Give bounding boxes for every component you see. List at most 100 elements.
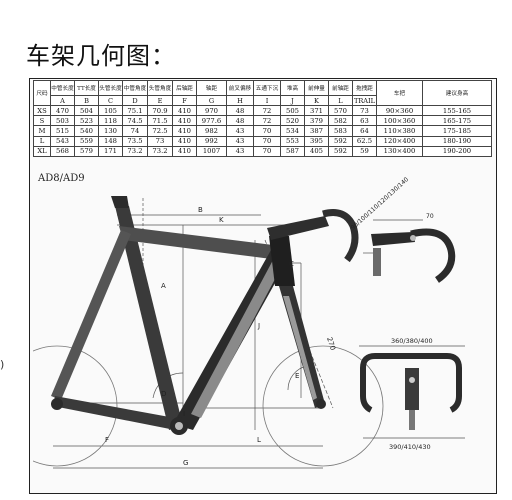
table-cell: 410 xyxy=(172,104,197,117)
table-cell: 130 xyxy=(98,125,123,137)
table-cell: 70 xyxy=(253,135,281,147)
table-cell: 583 xyxy=(328,125,353,137)
letter-k: K xyxy=(219,216,224,224)
table-cell: 100×360 xyxy=(376,115,423,127)
table-cell: 523 xyxy=(74,115,99,127)
table-cell: 387 xyxy=(304,125,329,137)
letter-e: E xyxy=(295,372,299,380)
letter-c: C xyxy=(289,260,294,268)
bar-top-width-label: 360/380/400 xyxy=(391,337,433,345)
model-label: AD8/AD9 xyxy=(38,173,85,184)
table-cell: 130×400 xyxy=(376,145,423,157)
table-cell: 190-200 xyxy=(422,145,492,157)
table-cell: 110×380 xyxy=(376,125,423,137)
column-header: 堆高 xyxy=(280,80,305,96)
column-header: 车把 xyxy=(376,80,423,106)
table-cell: 155-165 xyxy=(422,104,492,117)
letter-l: L xyxy=(257,436,261,444)
page-title: 车架几何图： xyxy=(26,42,176,70)
table-cell: 75.1 xyxy=(122,104,148,117)
table-cell: 70.9 xyxy=(147,104,173,117)
stem-lengths-label: 90/100/110/120/130/140 xyxy=(350,176,411,232)
column-header: 前伸量 xyxy=(304,80,329,96)
table-cell: 148 xyxy=(98,135,123,147)
column-header: 前轴距 xyxy=(328,80,353,96)
table-cell: 73 xyxy=(352,104,377,117)
table-cell: 70 xyxy=(253,125,281,137)
table-cell: 48 xyxy=(226,104,254,117)
table-cell: XL xyxy=(33,145,51,157)
column-header: 后轴距 xyxy=(172,80,197,96)
table-cell: 553 xyxy=(280,135,305,147)
table-cell: 410 xyxy=(172,145,197,157)
table-cell: 587 xyxy=(280,145,305,157)
table-cell: 62.5 xyxy=(352,135,377,147)
column-header: 头管长度 xyxy=(98,80,123,96)
letter-a: A xyxy=(161,282,166,290)
table-cell: 120×400 xyxy=(376,135,423,147)
column-letter: J xyxy=(280,95,305,106)
bar-bottom-width-label: 390/410/430 xyxy=(389,443,431,451)
column-letter: TRAIL xyxy=(352,95,377,106)
table-cell: 43 xyxy=(226,135,254,147)
table-cell: 73.5 xyxy=(122,135,148,147)
table-cell: 579 xyxy=(74,145,99,157)
table-cell: 175-185 xyxy=(422,125,492,137)
column-header: 拖拽距 xyxy=(352,80,377,96)
table-cell: 543 xyxy=(50,135,75,147)
dimension-letters: B K A C J E D F G L I 270 xyxy=(105,206,337,467)
table-cell: 410 xyxy=(172,135,197,147)
table-cell: 59 xyxy=(352,145,377,157)
table-cell: 503 xyxy=(50,115,75,127)
table-cell: 165-175 xyxy=(422,115,492,127)
stem-side-view: 90/100/110/120/130/140 70 xyxy=(350,176,456,283)
letter-d: D xyxy=(161,390,166,398)
column-letter: K xyxy=(304,95,329,106)
column-header: TT长度 xyxy=(74,80,99,96)
table-cell: 520 xyxy=(280,115,305,127)
table-cell: 504 xyxy=(74,104,99,117)
column-letter: H xyxy=(226,95,254,106)
table-cell: 395 xyxy=(304,135,329,147)
table-cell: 64 xyxy=(352,125,377,137)
column-letter: C xyxy=(98,95,123,106)
letter-g: G xyxy=(183,459,188,467)
edge-mark: ) xyxy=(0,358,5,371)
column-header: 五通下沉 xyxy=(253,80,281,96)
column-header: 中管长度 xyxy=(50,80,75,96)
column-letter: D xyxy=(122,95,148,106)
table-cell: 410 xyxy=(172,125,197,137)
table-cell: XS xyxy=(33,104,51,117)
table-cell: 470 xyxy=(50,104,75,117)
table-cell: 71.5 xyxy=(147,115,173,127)
column-header: 前叉偏移 xyxy=(226,80,254,96)
table-cell: 977.6 xyxy=(196,115,227,127)
table-cell: 73.2 xyxy=(147,145,173,157)
table-cell: 559 xyxy=(74,135,99,147)
table-cell: 410 xyxy=(172,115,197,127)
table-cell: 540 xyxy=(74,125,99,137)
table-cell: 568 xyxy=(50,145,75,157)
letter-i: I xyxy=(183,410,185,418)
column-header: 建议身高 xyxy=(422,80,492,106)
table-cell: 371 xyxy=(304,104,329,117)
column-letter: G xyxy=(196,95,227,106)
table-cell: 570 xyxy=(328,104,353,117)
wheel-outlines xyxy=(33,345,384,467)
table-cell: 72.5 xyxy=(147,125,173,137)
table-cell: 72 xyxy=(253,115,281,127)
column-header: 尺码 xyxy=(33,80,51,106)
table-cell: 405 xyxy=(304,145,329,157)
table-cell: 970 xyxy=(196,104,227,117)
column-letter: L xyxy=(328,95,353,106)
table-cell: 63 xyxy=(352,115,377,127)
handlebar-front-view: 360/380/400 390/410/430 xyxy=(359,337,465,451)
table-cell: 992 xyxy=(196,135,227,147)
column-letter: I xyxy=(253,95,281,106)
column-letter: F xyxy=(172,95,197,106)
